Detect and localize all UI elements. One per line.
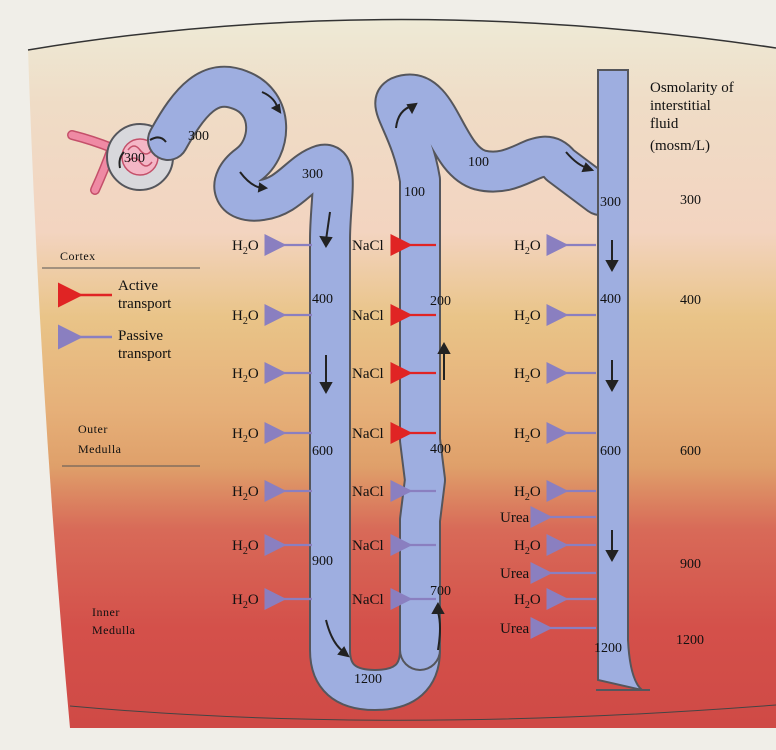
substance-labels: H2O H2O H2O H2O H2O H2O H2O NaCl NaCl Na… xyxy=(232,238,541,637)
scale-value: 400 xyxy=(680,293,701,308)
scale-title-line3: fluid xyxy=(650,116,679,132)
urea-label: Urea xyxy=(500,510,529,526)
value-descending-top: 300 xyxy=(302,167,323,182)
nacl-label: NaCl xyxy=(352,484,384,500)
water-label: H2O xyxy=(514,366,541,385)
zone-labels: Cortex Outer Medulla Inner Medulla xyxy=(60,249,136,637)
transport-arrows xyxy=(264,234,596,639)
osmolarity-scale: Osmolarity of interstitial fluid (mosm/L… xyxy=(650,80,734,648)
water-label: H2O xyxy=(232,484,259,503)
value-collecting-400: 400 xyxy=(600,292,621,307)
value-asc-100: 100 xyxy=(404,185,425,200)
legend: Active transport Passive transport xyxy=(58,278,172,362)
nephron-tubule: 300 300 300 400 600 900 1200 700 400 200… xyxy=(67,65,650,711)
nacl-label: NaCl xyxy=(352,538,384,554)
value-desc-600: 600 xyxy=(312,444,333,459)
value-distal-100: 100 xyxy=(468,155,489,170)
water-label: H2O xyxy=(514,426,541,445)
water-label: H2O xyxy=(232,238,259,257)
scale-value: 300 xyxy=(680,193,701,208)
zone-inner-medulla-line1: Inner xyxy=(92,605,120,619)
legend-active-line1: Active xyxy=(118,278,158,294)
value-desc-900: 900 xyxy=(312,554,333,569)
water-label: H2O xyxy=(232,592,259,611)
zone-outer-medulla-line1: Outer xyxy=(78,422,108,436)
nacl-label: NaCl xyxy=(352,426,384,442)
value-glomerulus: 300 xyxy=(124,151,145,166)
value-collecting-300: 300 xyxy=(600,195,621,210)
value-asc-700: 700 xyxy=(430,584,451,599)
water-label: H2O xyxy=(232,308,259,327)
water-label: H2O xyxy=(232,538,259,557)
zone-outer-medulla-line2: Medulla xyxy=(78,442,122,456)
value-asc-400: 400 xyxy=(430,442,451,457)
value-proximal: 300 xyxy=(188,129,209,144)
water-label: H2O xyxy=(232,366,259,385)
scale-value: 1200 xyxy=(676,633,704,648)
water-label: H2O xyxy=(514,484,541,503)
nacl-label: NaCl xyxy=(352,366,384,382)
nacl-label: NaCl xyxy=(352,592,384,608)
value-collecting-1200: 1200 xyxy=(594,641,622,656)
water-label: H2O xyxy=(514,592,541,611)
legend-active-line2: transport xyxy=(118,296,172,312)
water-label: H2O xyxy=(514,238,541,257)
zone-inner-medulla-line2: Medulla xyxy=(92,623,136,637)
scale-value: 900 xyxy=(680,557,701,572)
urea-label: Urea xyxy=(500,566,529,582)
urea-label: Urea xyxy=(500,621,529,637)
value-loop-bottom: 1200 xyxy=(354,672,382,687)
water-label: H2O xyxy=(514,308,541,327)
value-collecting-600: 600 xyxy=(600,444,621,459)
scale-title-line4: (mosm/L) xyxy=(650,138,710,154)
scale-title-line1: Osmolarity of xyxy=(650,80,734,96)
water-label: H2O xyxy=(232,426,259,445)
scale-title-line2: interstitial xyxy=(650,98,711,114)
nacl-label: NaCl xyxy=(352,238,384,254)
nacl-label: NaCl xyxy=(352,308,384,324)
water-label: H2O xyxy=(514,538,541,557)
value-asc-200: 200 xyxy=(430,294,451,309)
zone-cortex: Cortex xyxy=(60,249,96,263)
scale-value: 600 xyxy=(680,444,701,459)
value-desc-400: 400 xyxy=(312,292,333,307)
legend-passive-line2: transport xyxy=(118,346,172,362)
legend-passive-line1: Passive xyxy=(118,328,163,344)
